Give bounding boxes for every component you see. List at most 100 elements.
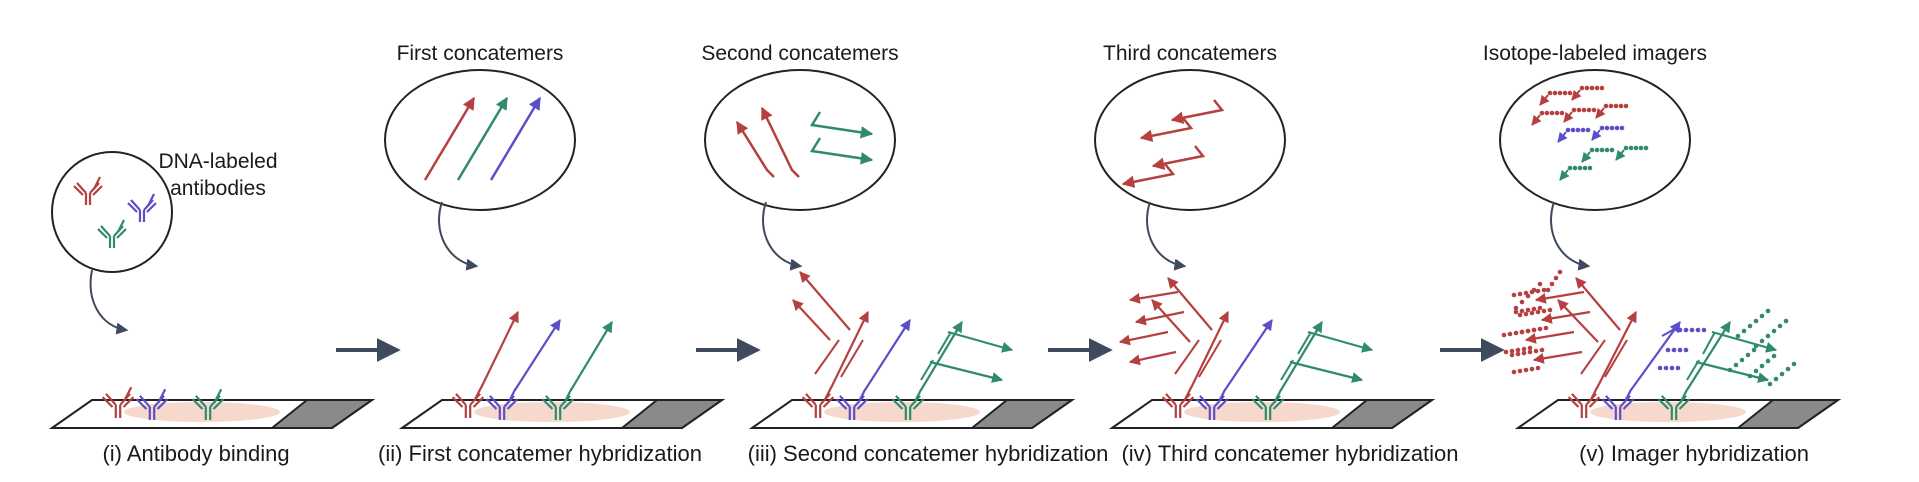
imager-dot-icon: [1604, 125, 1610, 131]
hybridized-strand: [1661, 325, 1681, 337]
antibody-arm: [835, 395, 851, 410]
antibody-arm: [135, 395, 151, 410]
dna-tag: [1623, 388, 1633, 403]
antibody-arm: [101, 393, 117, 408]
dna-tag: [147, 193, 155, 207]
antibody-icon: [1195, 388, 1229, 420]
dna-tag: [1183, 386, 1193, 401]
concatemer-strand-icon: [1170, 99, 1225, 124]
imager-dot-icon: [1575, 127, 1581, 133]
imager-dot-icon: [1519, 308, 1525, 314]
antibodies-label: antibodies: [170, 177, 266, 200]
imager-dot-icon: [1572, 165, 1578, 171]
imager-probe: [1615, 145, 1649, 161]
step-label-3: (iii) Second concatemer hybridization: [748, 441, 1109, 466]
tissue-slide: [398, 399, 726, 429]
imager-dot-icon: [1539, 110, 1545, 116]
imager-strand: [1595, 107, 1606, 119]
imager-dot-icon: [1537, 281, 1543, 287]
imager-dot-icon: [1671, 347, 1677, 353]
second-concatemers-label: Second concatemers: [701, 42, 898, 65]
concatemer-strand-icon: [1630, 321, 1681, 391]
imager-dot-icon: [1587, 165, 1593, 171]
imager-dot-icon: [1535, 288, 1541, 294]
antibody-arm: [1657, 395, 1673, 410]
concatemer-strand-icon: [1596, 311, 1637, 389]
imager-probe: [1557, 127, 1591, 143]
imager-dot-icon: [1531, 287, 1537, 293]
imager-dot-icon: [1525, 328, 1531, 334]
imager-dot-icon: [1619, 125, 1625, 131]
imager-dot-icon: [1657, 365, 1663, 371]
imager-dot-icon: [1589, 147, 1595, 153]
imager-dot-icon: [1525, 307, 1531, 313]
imager-dot-icon: [1576, 107, 1582, 113]
imager-dot-icon: [1580, 127, 1586, 133]
antibody-arm: [451, 393, 467, 408]
antibody-icon: [801, 386, 835, 418]
imager-dot-icon: [1665, 347, 1671, 353]
imager-dot-icon: [1618, 103, 1624, 109]
imagers-label: Isotope-labeled imagers: [1483, 42, 1707, 65]
imager-probe: [1581, 147, 1615, 163]
panel-antibody-binding: DNA-labeled antibodies (i) Antibody bind…: [48, 150, 376, 466]
curved-arrow-1: [89, 269, 129, 335]
antibody-icon: [1251, 388, 1285, 420]
dna-tag: [507, 388, 517, 403]
imager-dot-icon: [1753, 318, 1759, 324]
imager-dot-icon: [1511, 292, 1517, 298]
imager-dot-icon: [1513, 309, 1519, 315]
imager-dot-icon: [1562, 90, 1568, 96]
imager-dot-icon: [1779, 371, 1785, 377]
antibody-icon: [101, 386, 135, 418]
imager-dot-icon: [1541, 308, 1547, 314]
imager-dot-icon: [1638, 145, 1644, 151]
concatemer-strand-icon: [1151, 145, 1206, 170]
imager-dot-icon: [1579, 85, 1585, 91]
imager-dot-icon: [1683, 347, 1689, 353]
first-concatemers-bubble: [384, 69, 576, 211]
imager-dot-icon: [1525, 293, 1531, 299]
imager-dot-icon: [1535, 365, 1541, 371]
imager-dot-icon: [1771, 328, 1777, 334]
imager-dot-icon: [1543, 325, 1549, 331]
imager-dot-icon: [1759, 338, 1765, 344]
imager-dot-icon: [1643, 145, 1649, 151]
imager-dot-icon: [1765, 358, 1771, 364]
imager-dot-icon: [1613, 103, 1619, 109]
imager-dot-icon: [1675, 365, 1681, 371]
antibody-icon: [1161, 386, 1195, 418]
imager-dot-icon: [1519, 299, 1525, 305]
imager-dot-icon: [1521, 346, 1527, 352]
concatemer-strand-icon: [1167, 277, 1213, 331]
dna-tag: [1217, 388, 1227, 403]
concatemer-strand-icon: [1307, 330, 1374, 353]
antibody-icon: [1567, 386, 1601, 418]
antibody-icon: [835, 388, 869, 420]
tissue-slide: [1108, 399, 1436, 429]
concatemer-strand-icon: [1557, 299, 1599, 343]
concatemer-strand-icon: [489, 96, 542, 181]
imager-dot-icon: [1547, 90, 1553, 96]
imager-dot-icon: [1695, 327, 1701, 333]
imager-probe: [1571, 85, 1605, 101]
imager-dot-icon: [1594, 85, 1600, 91]
imager-dot-icon: [1633, 145, 1639, 151]
imager-dot-icon: [1753, 343, 1759, 349]
hybridized-strand: [937, 331, 952, 355]
dna-tag: [913, 388, 923, 403]
curved-arrow-4: [1146, 201, 1187, 271]
dna-tag: [1273, 388, 1283, 403]
concatemer-strand-icon: [514, 319, 561, 391]
antibody-arm: [127, 199, 141, 213]
antibody-icon: [73, 176, 103, 205]
imager-dot-icon: [1623, 145, 1629, 151]
imager-dot-icon: [1547, 307, 1553, 313]
hybridized-strand: [1174, 339, 1200, 375]
antibody-arm: [191, 395, 207, 410]
dna-tag: [157, 388, 167, 403]
hybridized-strand: [840, 339, 864, 378]
imager-dot-icon: [1663, 365, 1669, 371]
dna-tag: [857, 388, 867, 403]
antibody-arm: [1567, 393, 1583, 408]
